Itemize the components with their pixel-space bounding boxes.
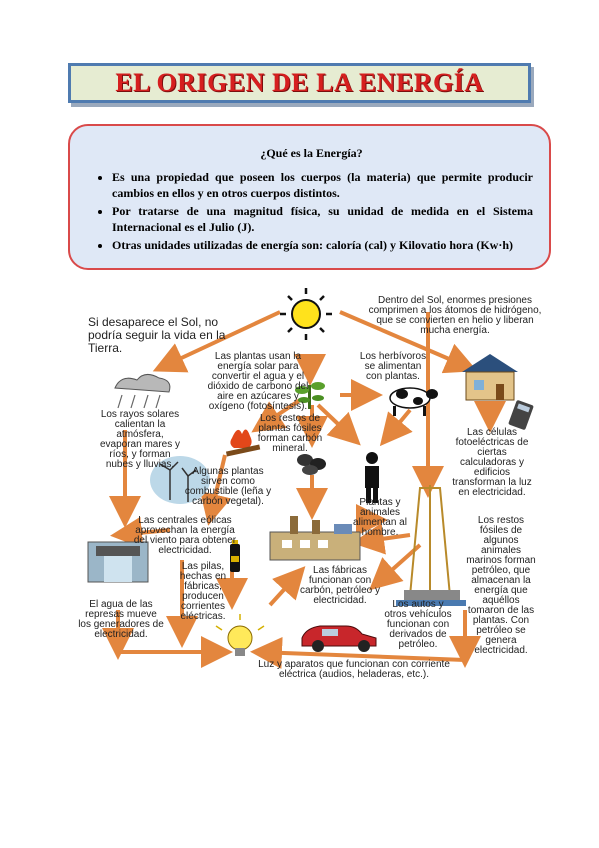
info-bullet: Otras unidades utilizadas de energía son… (112, 237, 533, 253)
label-agua: El agua de las represas mueve los genera… (78, 599, 164, 640)
car-icon (301, 625, 377, 652)
oil-rig-icon (396, 485, 466, 606)
label-dentro-sol: Dentro del Sol, enormes presiones compri… (368, 295, 542, 336)
label-rayos: Los rayos solares calientan la atmósfera… (99, 409, 181, 470)
wind-turbine-icon (150, 456, 210, 504)
battery-icon (230, 540, 240, 572)
label-celulas: Las células fotoeléctricas de ciertas ca… (452, 427, 532, 498)
cow-icon (389, 387, 438, 416)
info-bullet: Por tratarse de una magnitud física, su … (112, 203, 533, 235)
page-title: EL ORIGEN DE LA ENERGÍA (115, 68, 484, 97)
house-icon (462, 354, 518, 401)
label-restos-plantas: Los restos de plantas fósiles forman car… (257, 413, 323, 454)
label-sol: Si desaparece el Sol, no podría seguir l… (88, 315, 226, 355)
dam-icon (87, 541, 149, 583)
info-question: ¿Qué es la Energía? (260, 146, 363, 160)
label-luz: Luz y aparatos que funcionan con corrien… (258, 659, 450, 680)
label-eolicas: Las centrales eólicas aprovechan la ener… (133, 515, 237, 556)
person-icon (365, 452, 379, 503)
sun-icon (280, 288, 332, 340)
label-restos-animales: Los restos fósiles de algunos animales m… (466, 515, 536, 656)
coal-icon (297, 454, 326, 475)
label-pilas: Las pilas, hechas en fábricas, producen … (179, 561, 227, 622)
calculator-icon (508, 400, 534, 430)
factory-icon (269, 516, 361, 561)
title-banner: EL ORIGEN DE LA ENERGÍA (68, 63, 531, 103)
energy-diagram: Si desaparece el Sol, no podría seguir l… (0, 280, 599, 700)
label-fabricas: Las fábricas funcionan con carbón, petró… (299, 565, 381, 606)
label-plantas-solar: Las plantas usan la energía solar para c… (207, 351, 309, 412)
campfire-icon (225, 429, 261, 457)
label-combustible: Algunas plantas sirven como combustible … (184, 466, 272, 507)
diagram-arrows (87, 288, 534, 669)
info-box: ¿Qué es la Energía? Es una propiedad que… (68, 124, 551, 270)
info-bullet: Es una propiedad que poseen los cuerpos … (112, 169, 533, 201)
light-bulb-icon (215, 614, 265, 656)
info-list: Es una propiedad que poseen los cuerpos … (90, 169, 533, 253)
plant-icon (295, 382, 325, 409)
label-autos: Los autos y otros vehículos funcionan co… (384, 599, 452, 650)
rain-cloud-icon (114, 374, 171, 409)
label-herbivoros: Los herbívoros se alimentan con plantas. (359, 351, 427, 382)
label-alimentan: Plantas y animales alimentan al hombre. (353, 497, 407, 538)
